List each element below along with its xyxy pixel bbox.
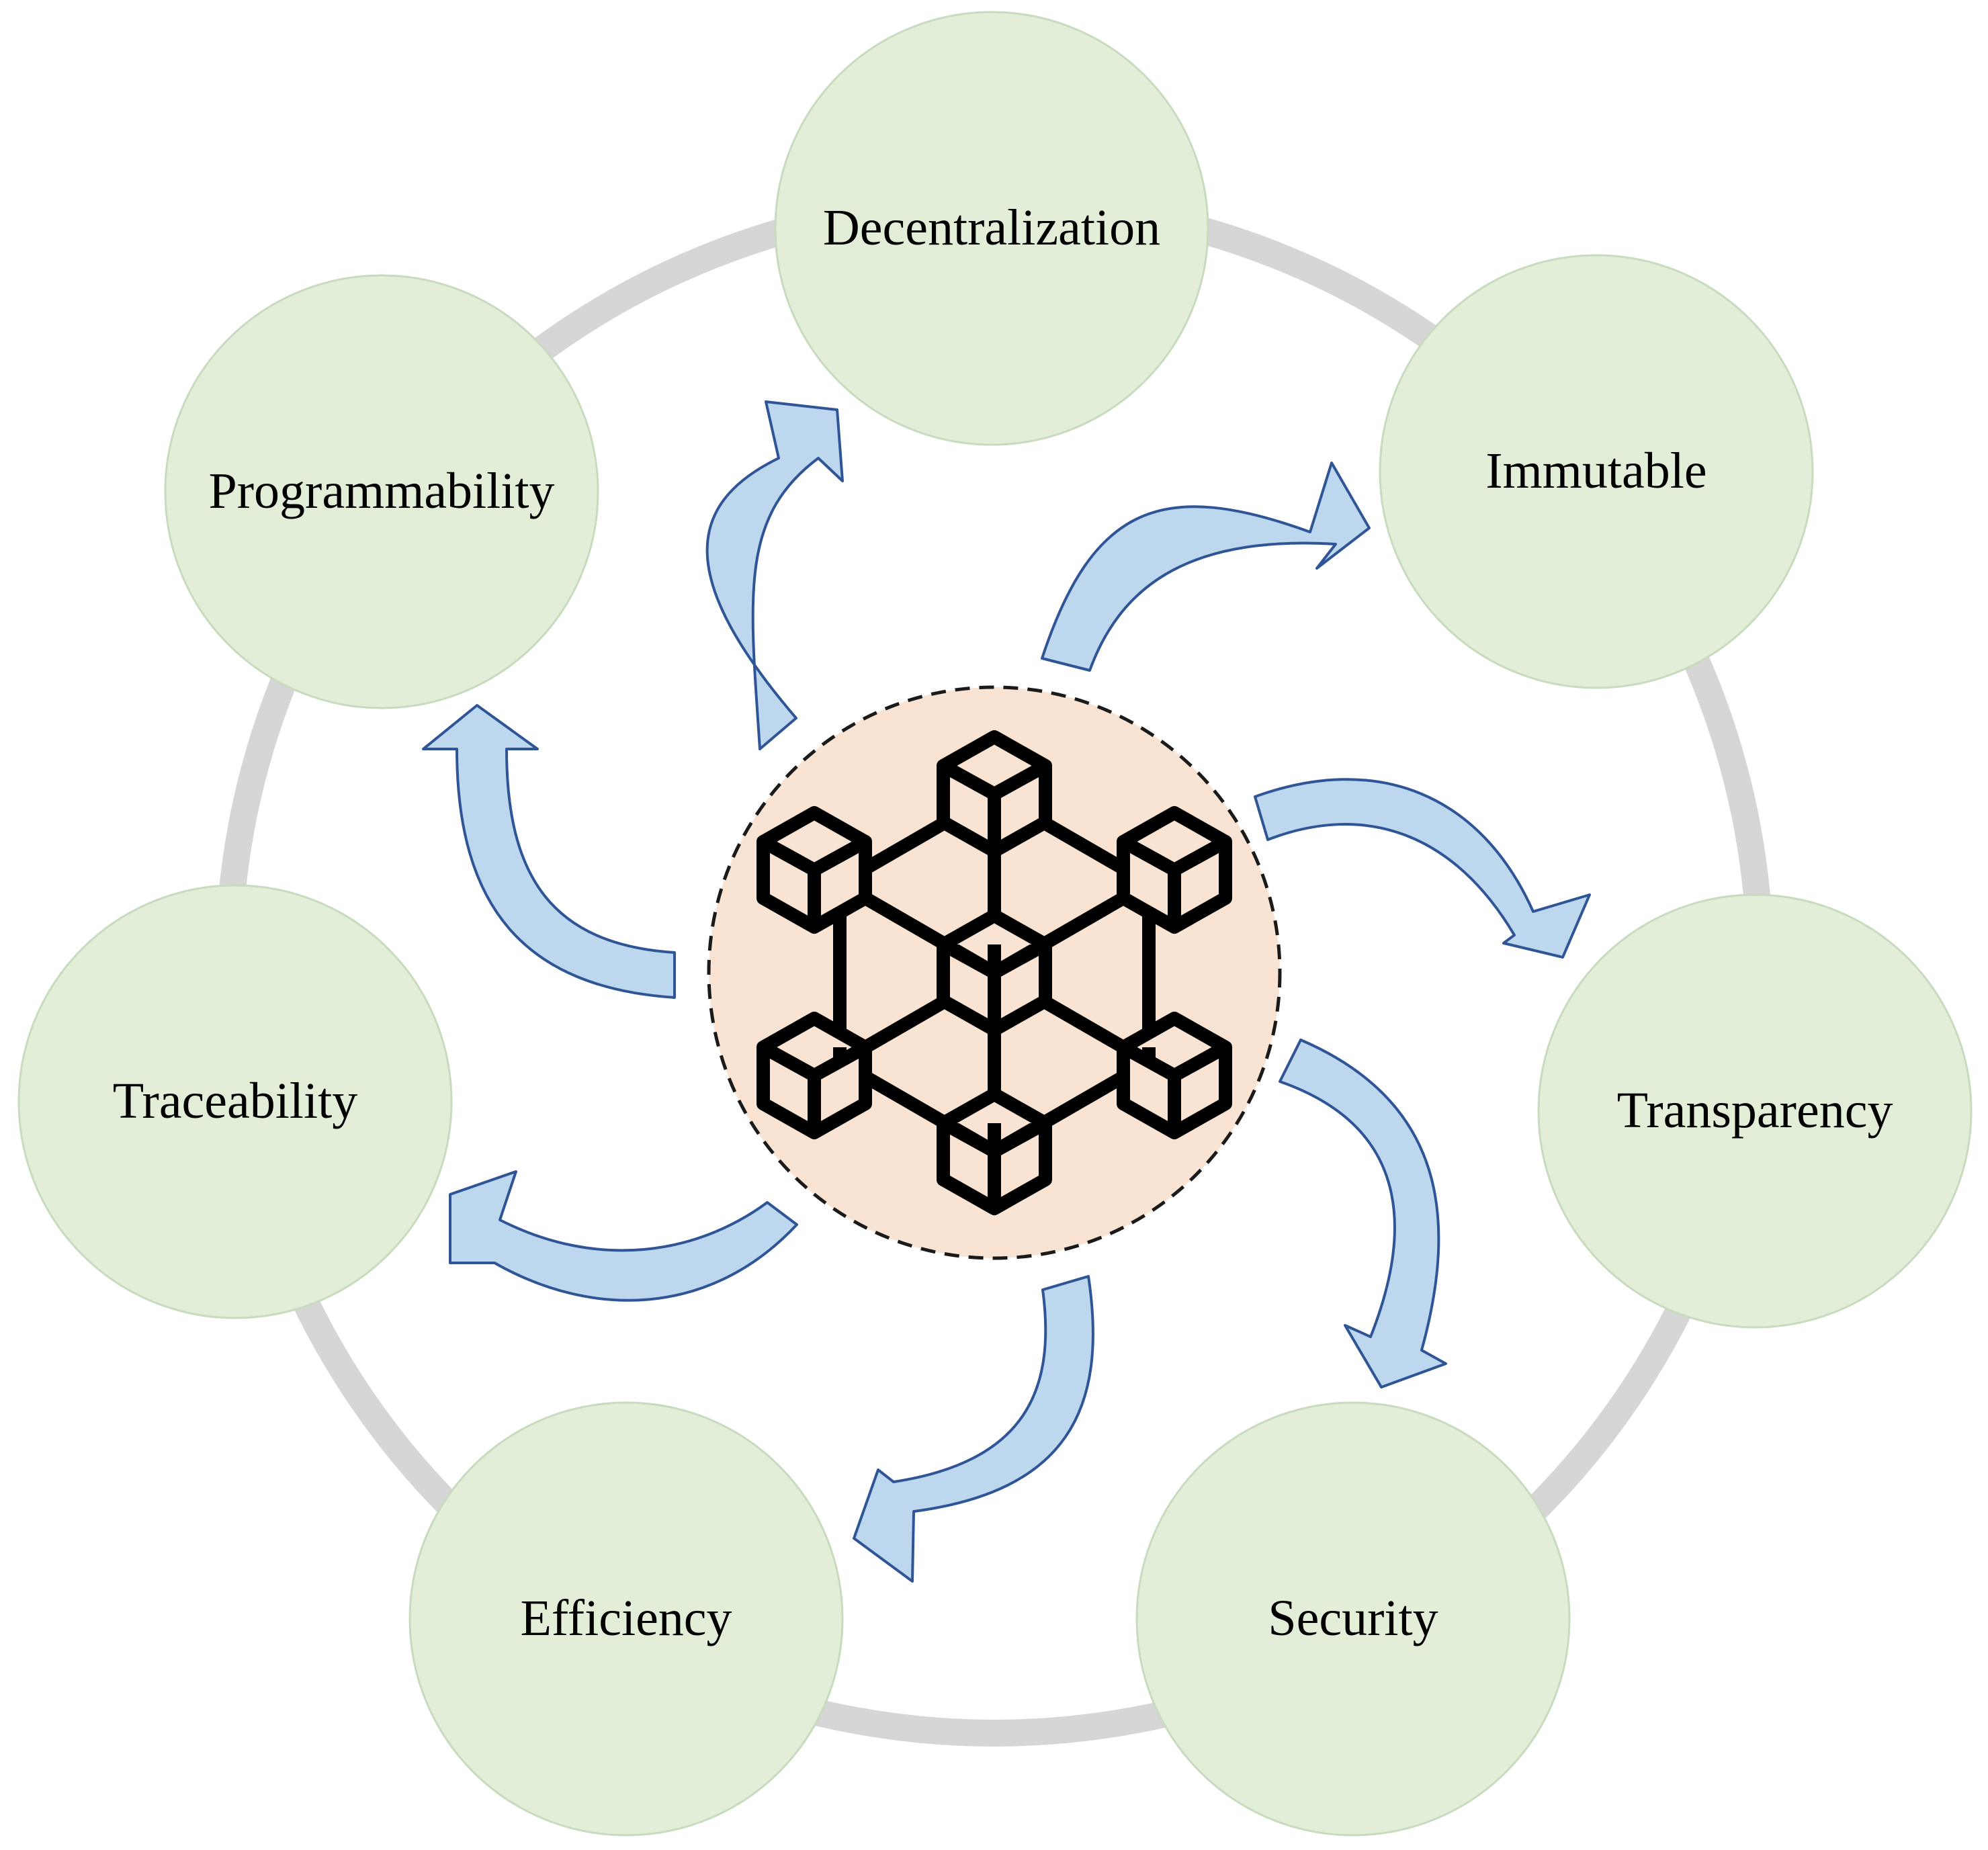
- node-programmability: Programmability: [164, 274, 599, 709]
- node-immutable: Immutable: [1379, 254, 1814, 689]
- arrow-to-security: [1279, 1039, 1447, 1389]
- node-decentralization-label: Decentralization: [823, 200, 1160, 256]
- cube-icon: [1123, 813, 1225, 927]
- arrow-to-decentralization: [705, 400, 844, 750]
- node-transparency-label: Transparency: [1617, 1082, 1893, 1139]
- cube-icon: [943, 1094, 1045, 1208]
- node-efficiency-label: Efficiency: [520, 1590, 732, 1646]
- node-efficiency: Efficiency: [408, 1401, 844, 1837]
- arrow-to-programmability: [422, 704, 676, 999]
- arrow-to-transparency: [1254, 778, 1591, 959]
- node-transparency: Transparency: [1537, 893, 1973, 1329]
- cube-icon: [943, 737, 1045, 851]
- arrow-to-traceability: [449, 1170, 798, 1302]
- arrow-to-immutable: [1041, 461, 1371, 672]
- node-programmability-label: Programmability: [208, 463, 554, 519]
- node-traceability: Traceability: [17, 884, 453, 1319]
- node-security: Security: [1135, 1401, 1571, 1837]
- cube-icon: [943, 916, 1045, 1030]
- blockchain-network-icon: [833, 787, 1156, 1158]
- node-decentralization: Decentralization: [774, 11, 1209, 446]
- arrow-to-efficiency: [853, 1275, 1094, 1583]
- cube-icon: [1123, 1018, 1225, 1133]
- node-security-label: Security: [1268, 1590, 1438, 1646]
- cube-icon: [763, 813, 865, 927]
- node-immutable-label: Immutable: [1485, 443, 1706, 499]
- cube-icon: [763, 1018, 865, 1133]
- node-traceability-label: Traceability: [113, 1073, 357, 1129]
- central-hub: [707, 685, 1282, 1260]
